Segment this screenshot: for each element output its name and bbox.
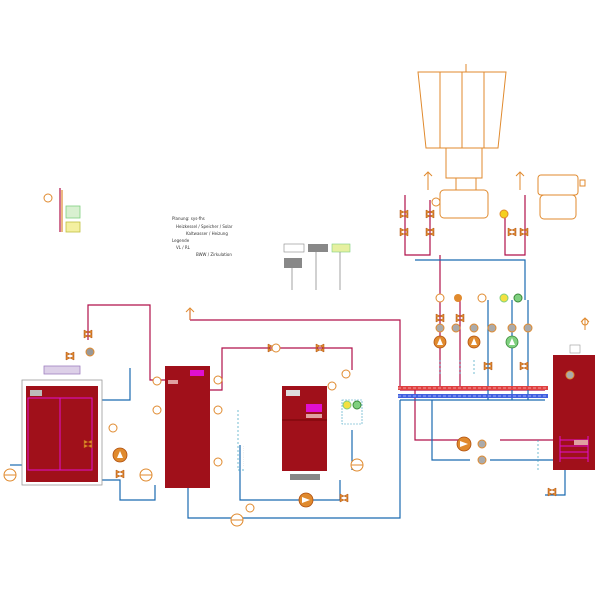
- valve-icon: [425, 227, 435, 237]
- sensor-icon: [487, 323, 497, 333]
- valve-icon: [435, 313, 445, 323]
- valve-icon: [455, 313, 465, 323]
- pump-icon: [467, 335, 481, 349]
- valves: [65, 209, 557, 503]
- valve-icon: [83, 329, 93, 339]
- sensor-icon: [213, 457, 223, 467]
- sensor-icon: [477, 439, 487, 449]
- sensor-icon: [523, 323, 533, 333]
- sensors: [43, 193, 589, 513]
- buffer-tank-left: [21, 365, 103, 486]
- valve-icon: [519, 361, 529, 371]
- sensor-icon: [565, 370, 575, 380]
- valve-icon: [399, 227, 409, 237]
- sensor-icon: [341, 369, 351, 379]
- sensor-icon: [499, 209, 509, 219]
- sensor-icon: [43, 193, 53, 203]
- sensor-icon: [431, 197, 441, 207]
- pump-icon: [456, 436, 472, 452]
- legend-line: VL / RL: [176, 245, 191, 250]
- valve-icon: [339, 493, 349, 503]
- signal-lines: [237, 360, 539, 471]
- valve-icon: [519, 227, 529, 237]
- valve-icon: [425, 209, 435, 219]
- mixing-valve-icon: [499, 293, 509, 303]
- sensor-icon: [327, 381, 337, 391]
- expansion-vessel-icon: [350, 458, 364, 472]
- distribution-manifold: [398, 386, 548, 398]
- hot-water-tank: [553, 344, 595, 470]
- valve-icon: [547, 487, 557, 497]
- mixing-valve-icon: [341, 399, 363, 425]
- vent-arrows: [185, 171, 590, 330]
- legend-line: Kaltwasser / Heizung: [186, 231, 228, 236]
- legend-line: BWW / Zirkulation: [196, 252, 232, 257]
- sensor-icon: [213, 375, 223, 385]
- sensor-icon: [507, 323, 517, 333]
- sensor-icon: [245, 503, 255, 513]
- sensor-icon: [451, 323, 461, 333]
- mixing-valve-icon: [513, 293, 523, 303]
- pump-icon: [433, 335, 447, 349]
- legend-line: Legende: [172, 238, 190, 243]
- boiler: [282, 386, 327, 480]
- sensor-icon: [477, 455, 487, 465]
- valve-icon: [399, 209, 409, 219]
- secondary-heater: [537, 174, 586, 220]
- sensor-icon: [477, 293, 487, 303]
- sensor-icon: [213, 405, 223, 415]
- sensor-icon: [435, 293, 445, 303]
- expansion-vessel-icon: [230, 513, 244, 527]
- valve-icon: [65, 351, 75, 361]
- solar-unit: [417, 64, 507, 219]
- wall-thermostat: [61, 190, 81, 233]
- pump-icon: [112, 447, 128, 463]
- sensor-icon: [85, 347, 95, 357]
- sensor-icon: [152, 405, 162, 415]
- sensor-icon: [108, 423, 118, 433]
- pump-icon: [298, 492, 314, 508]
- sensor-icon: [271, 343, 281, 353]
- valve-icon: [507, 227, 517, 237]
- mixing-valve-icon: [352, 400, 362, 410]
- valve-icon: [115, 469, 125, 479]
- expansion-vessel-icon: [3, 468, 17, 482]
- tank-side-label: · · · · · · · · · · ·: [241, 446, 245, 466]
- pumps: [112, 335, 519, 508]
- mixing-valve-icon: [342, 400, 352, 410]
- expansion-vessel-icon: [139, 468, 153, 482]
- sensor-icon: [469, 323, 479, 333]
- mixing-valves: [341, 293, 523, 425]
- legend-text: Planung: sys-fhs Heizkessel / Speicher /…: [172, 216, 233, 257]
- valve-icon: [83, 439, 93, 449]
- mixing-valve-icon: [454, 294, 462, 302]
- expansion-vessels: [3, 458, 364, 527]
- storage-tank-center: [165, 366, 210, 488]
- pump-icon: [505, 335, 519, 349]
- sensor-icon: [435, 323, 445, 333]
- legend-swatches: [283, 243, 351, 290]
- valve-icon: [483, 361, 493, 371]
- legend-line: Planung: sys-fhs: [172, 216, 205, 221]
- legend-line: Heizkessel / Speicher / Solar: [176, 224, 233, 229]
- sensor-icon: [152, 376, 162, 386]
- valve-icon: [315, 343, 325, 353]
